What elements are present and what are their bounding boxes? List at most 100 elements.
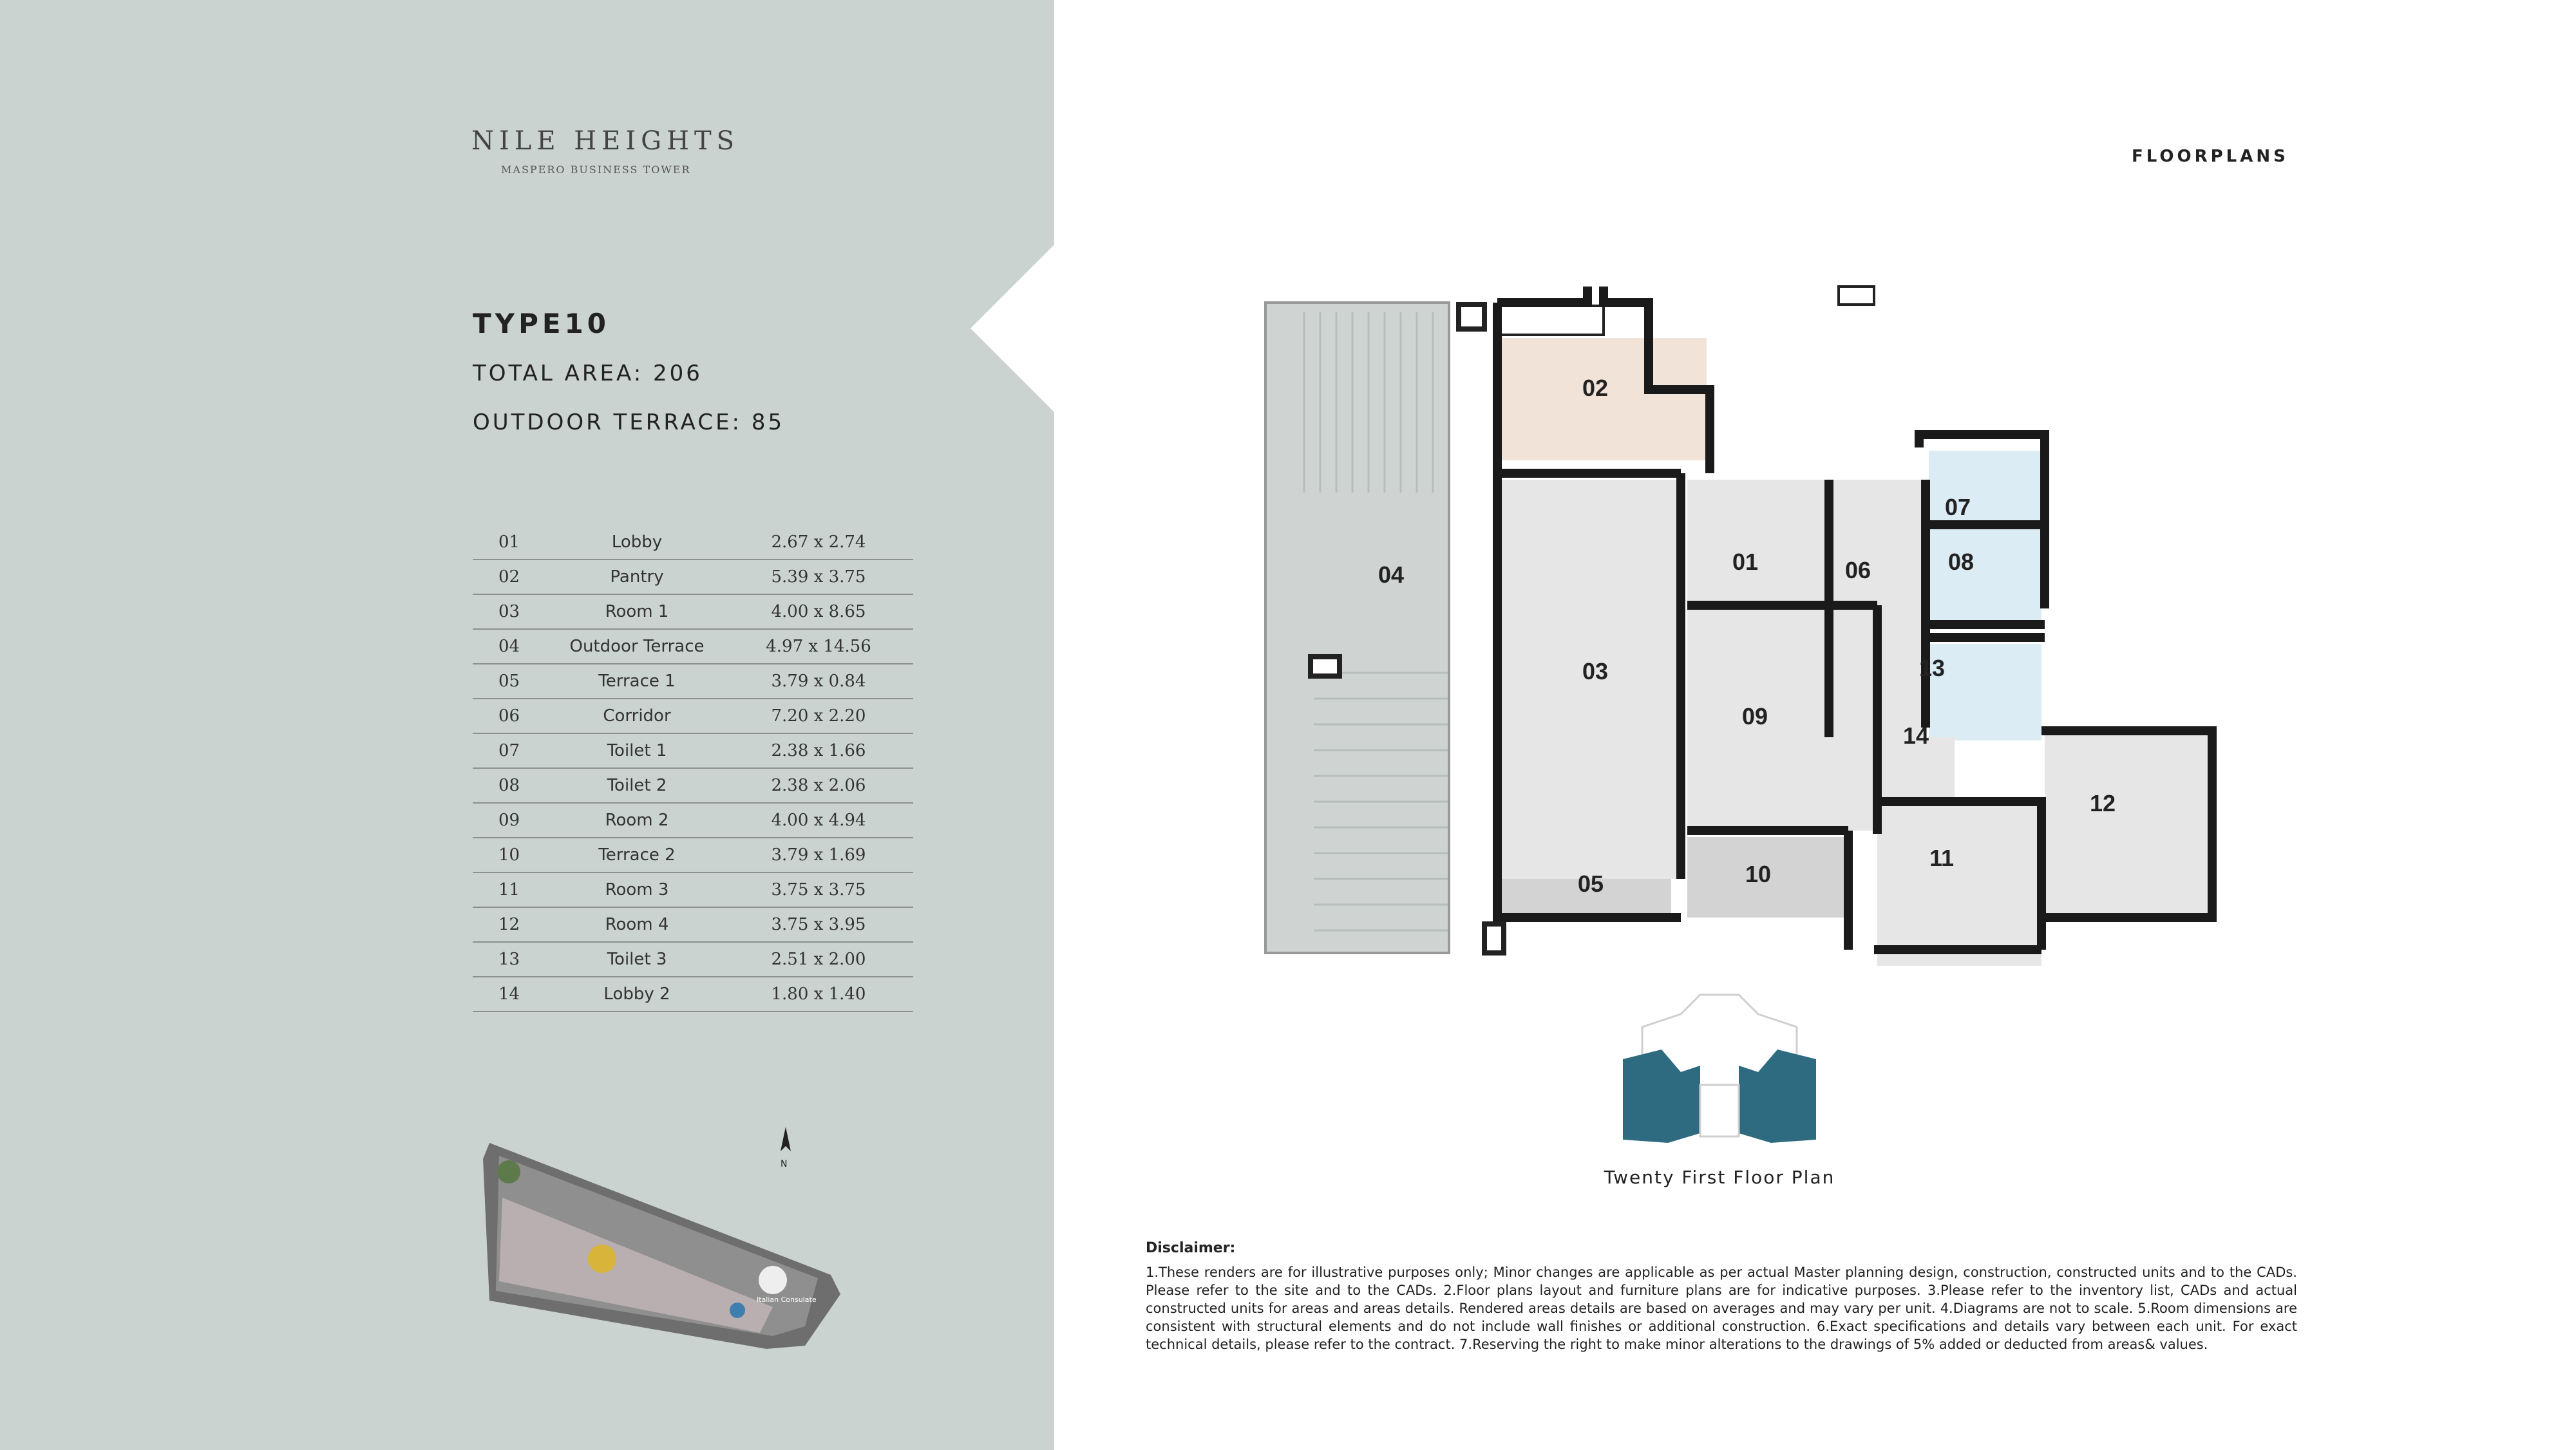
room-label-14: 14 bbox=[1903, 722, 1929, 749]
room-dimensions: 4.97 x 14.56 bbox=[724, 629, 913, 664]
room-name: Toilet 1 bbox=[550, 733, 724, 769]
room-name: Terrace 2 bbox=[550, 838, 724, 873]
room-dimensions: 3.75 x 3.95 bbox=[724, 907, 913, 943]
room-number: 08 bbox=[473, 768, 550, 804]
room-label-13: 13 bbox=[1919, 655, 1945, 681]
room-name: Room 3 bbox=[550, 872, 724, 908]
toilet-08-area bbox=[1929, 528, 2041, 621]
north-arrow-icon bbox=[781, 1127, 791, 1151]
floor-plan: 02 04 03 01 06 07 08 13 09 14 12 11 10 0… bbox=[1264, 285, 2217, 966]
room-label-11: 11 bbox=[1929, 845, 1954, 871]
room-label-09: 09 bbox=[1742, 703, 1768, 730]
window-ledge bbox=[1837, 285, 1875, 306]
disclaimer-text: 1.These renders are for illustrative pur… bbox=[1146, 1265, 2297, 1352]
room-number: 02 bbox=[473, 560, 550, 595]
room-label-07: 07 bbox=[1945, 494, 1971, 520]
room-name: Toilet 3 bbox=[550, 942, 724, 977]
room-label-08: 08 bbox=[1948, 549, 1974, 575]
room-name: Lobby 2 bbox=[550, 977, 724, 1012]
site-map-consulate-marker bbox=[759, 1266, 787, 1294]
room-label-01: 01 bbox=[1732, 549, 1758, 575]
room-dimensions: 3.75 x 3.75 bbox=[724, 872, 913, 908]
total-area: TOTAL AREA: 206 bbox=[473, 361, 703, 386]
key-plan-highlight-right bbox=[1739, 1050, 1816, 1143]
terrace-04-railing bbox=[1264, 301, 1450, 954]
outdoor-terrace-area: OUTDOOR TERRACE: 85 bbox=[473, 410, 785, 435]
room-number: 06 bbox=[473, 699, 550, 734]
room-dimensions: 2.67 x 2.74 bbox=[724, 525, 913, 560]
site-map-pool bbox=[730, 1303, 745, 1318]
room-number: 10 bbox=[473, 838, 550, 873]
room-name: Room 1 bbox=[550, 594, 724, 630]
room-dimensions: 2.38 x 1.66 bbox=[724, 733, 913, 769]
terrace-decking bbox=[1303, 312, 1449, 932]
room-label-03: 03 bbox=[1582, 658, 1608, 684]
room-dimensions: 4.00 x 4.94 bbox=[724, 803, 913, 838]
room-dimensions: 3.79 x 1.69 bbox=[724, 838, 913, 873]
unit-type-title: TYPE10 bbox=[473, 308, 610, 339]
room-name: Toilet 2 bbox=[550, 768, 724, 804]
site-map-roundabout bbox=[588, 1245, 616, 1273]
north-label: N bbox=[781, 1159, 788, 1169]
column-pier bbox=[1456, 302, 1487, 332]
room-name: Room 2 bbox=[550, 803, 724, 838]
lobby-14-area bbox=[1877, 737, 1955, 802]
panel-notch bbox=[971, 245, 1054, 412]
key-plan-highlight-left bbox=[1623, 1050, 1700, 1143]
floor-plan-walls bbox=[1493, 287, 2217, 954]
terrace-05-area bbox=[1497, 879, 1671, 914]
room-label-06: 06 bbox=[1845, 557, 1871, 583]
room-dimensions: 2.38 x 2.06 bbox=[724, 768, 913, 804]
room-label-05: 05 bbox=[1578, 871, 1604, 897]
room-dimensions: 4.00 x 8.65 bbox=[724, 594, 913, 630]
room-name: Terrace 1 bbox=[550, 664, 724, 699]
room-dimensions: 2.51 x 2.00 bbox=[724, 942, 913, 977]
room-number: 09 bbox=[473, 803, 550, 838]
room-dimensions: 1.80 x 1.40 bbox=[724, 977, 913, 1012]
room-03-area bbox=[1497, 480, 1678, 879]
room-name: Corridor bbox=[550, 699, 724, 734]
room-number: 01 bbox=[473, 525, 550, 560]
site-map-consulate-label: Italian Consulate bbox=[757, 1295, 817, 1304]
room-name: Pantry bbox=[550, 560, 724, 595]
room-name: Outdoor Terrace bbox=[550, 629, 724, 664]
site-map: Italian Consulate bbox=[483, 1143, 840, 1349]
room-dimensions: 3.79 x 0.84 bbox=[724, 664, 913, 699]
disclaimer-title: Disclaimer: bbox=[1146, 1240, 1236, 1256]
toilet-13-area bbox=[1929, 644, 2041, 740]
room-label-04: 04 bbox=[1378, 561, 1404, 588]
column-pier bbox=[1308, 654, 1342, 679]
room-09-area bbox=[1687, 608, 1874, 831]
room-number: 13 bbox=[473, 942, 550, 977]
room-number: 11 bbox=[473, 872, 550, 908]
pantry-alcove bbox=[1493, 305, 1605, 336]
site-map-trees bbox=[497, 1160, 520, 1183]
site-map-promenade bbox=[499, 1198, 773, 1333]
room-label-02: 02 bbox=[1582, 375, 1608, 401]
toilet-07-area bbox=[1929, 451, 2041, 522]
room-label-12: 12 bbox=[2090, 790, 2116, 816]
room-number: 04 bbox=[473, 629, 550, 664]
room-number: 05 bbox=[473, 664, 550, 699]
room-dimensions: 5.39 x 3.75 bbox=[724, 560, 913, 595]
room-name: Room 4 bbox=[550, 907, 724, 943]
room-label-10: 10 bbox=[1745, 861, 1771, 887]
brand-logo-subtitle: MASPERO BUSINESS TOWER bbox=[501, 164, 691, 176]
room-number: 14 bbox=[473, 977, 550, 1012]
brand-logo-title: NILE HEIGHTS bbox=[471, 126, 740, 156]
room-number: 03 bbox=[473, 594, 550, 630]
terrace-10-area bbox=[1687, 837, 1848, 918]
key-plan bbox=[1623, 993, 1816, 1143]
room-dimensions: 7.20 x 2.20 bbox=[724, 699, 913, 734]
